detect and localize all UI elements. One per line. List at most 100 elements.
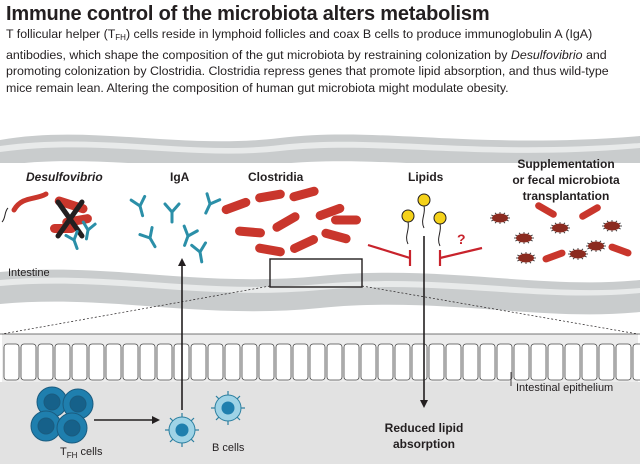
label-tfh-cells: TFH cells	[60, 446, 103, 460]
antibody-arm	[182, 224, 190, 238]
label-supplementation: Supplementation	[517, 157, 614, 171]
clostridia-rod	[235, 226, 265, 238]
epithelial-cell	[564, 343, 581, 381]
microbe-body	[492, 213, 508, 223]
antibody-stem	[183, 234, 190, 247]
epithelial-cell	[37, 343, 54, 381]
b-cell-receptor	[169, 438, 174, 443]
antibody-shape	[81, 220, 97, 241]
epithelial-cell	[292, 343, 309, 381]
label-fecal-microbiota: or fecal microbiota	[512, 173, 620, 187]
b-cells	[165, 391, 245, 447]
b-cell-receptor	[215, 395, 220, 400]
epithelial-cell	[496, 343, 513, 381]
lamina-propria	[0, 382, 640, 464]
epithelial-cell	[20, 343, 37, 381]
desc-part-c: and promoting colonization by Clostridia…	[6, 47, 609, 95]
antibody-stem	[138, 204, 145, 218]
epithelial-cell	[581, 343, 598, 381]
label-question: ?	[457, 231, 466, 247]
b-cell-receptor	[236, 416, 241, 421]
zoom-box	[269, 258, 363, 288]
tfh-label-rest: cells	[77, 446, 103, 458]
supplement-rod	[542, 249, 566, 263]
zoom-lines	[1, 285, 639, 335]
epithelial-cell	[139, 343, 156, 381]
antibody-shape	[138, 226, 157, 249]
label-iga: IgA	[170, 170, 190, 184]
epithelial-cell	[479, 343, 496, 381]
spiky-microbe	[514, 232, 534, 244]
label-intestine: Intestine	[8, 267, 50, 279]
epithelial-cell	[3, 343, 20, 381]
antibody-arm	[198, 241, 208, 254]
microbe-body	[570, 249, 586, 259]
antibody-stem	[148, 236, 157, 249]
clostridia-rod	[331, 215, 361, 225]
antibody-arm	[170, 202, 181, 214]
lipid-molecules	[401, 193, 447, 247]
epithelial-cell	[360, 343, 377, 381]
tfh-label-main: T	[60, 446, 67, 458]
epithelial-cell	[530, 343, 547, 381]
label-b-cells: B cells	[212, 442, 245, 454]
antibody-arm	[129, 198, 142, 208]
epithelial-cell	[122, 343, 139, 381]
b-cell	[165, 413, 199, 447]
tfh-label-sub: FH	[67, 451, 78, 460]
microbe-body	[588, 241, 604, 251]
b-cell-receptor	[190, 417, 195, 422]
spiky-microbe	[602, 220, 622, 232]
antibody-shape	[190, 241, 208, 264]
supplement-rod	[535, 202, 557, 218]
antibody-arm	[190, 243, 202, 254]
epithelial-cell	[105, 343, 122, 381]
antibody-stem	[84, 228, 90, 241]
clostridia-rod	[255, 243, 285, 257]
clostridia-rod	[221, 197, 251, 215]
epithelial-cell	[54, 343, 71, 381]
epithelial-cell	[462, 343, 479, 381]
antibody-arm	[138, 194, 147, 208]
epithelial-cell	[258, 343, 275, 381]
spiky-microbe	[550, 222, 570, 234]
label-lipids: Lipids	[408, 170, 444, 184]
tfh-cells	[30, 386, 94, 444]
antibody-arm	[186, 229, 199, 238]
figure-title: Immune control of the microbiota alters …	[6, 3, 490, 25]
b-cell-nucleus	[221, 401, 235, 415]
antibody-stem	[198, 250, 204, 264]
antibody-stem	[72, 238, 79, 250]
supplement-rod	[579, 204, 601, 220]
b-cell-nucleus	[175, 423, 189, 437]
epithelium-villi	[3, 343, 640, 381]
antibody-arm	[64, 233, 76, 242]
supplementation-microbes	[490, 202, 632, 264]
antibody-arm	[138, 233, 152, 240]
epithelial-cell	[241, 343, 258, 381]
b-cell-receptor	[190, 438, 195, 443]
gut-wall	[0, 134, 640, 315]
clostridia-rod	[289, 235, 319, 253]
microbe-body	[518, 253, 534, 263]
clostridia-rod	[255, 189, 285, 203]
epithelial-cell	[309, 343, 326, 381]
microbe-body	[516, 233, 532, 243]
b-cell-receptor	[215, 416, 220, 421]
b-cell	[211, 391, 245, 425]
antibody-arm	[163, 202, 174, 214]
desc-part-a: T follicular helper (T	[6, 27, 116, 41]
spiky-microbe	[516, 252, 536, 264]
iga-antibodies	[64, 192, 222, 264]
label-reduced-lipid: Reduced lipid	[385, 421, 464, 435]
spiky-microbe	[490, 212, 510, 224]
desc-part-b: ) cells reside in lymphoid follicles and…	[6, 27, 593, 62]
clostridia-rod	[315, 203, 345, 221]
antibody-shape	[182, 224, 199, 247]
epithelial-cell	[598, 343, 615, 381]
epithelial-cell	[88, 343, 105, 381]
label-clostridia: Clostridia	[248, 170, 304, 184]
epithelial-cell	[547, 343, 564, 381]
b-cell-receptor	[236, 395, 241, 400]
